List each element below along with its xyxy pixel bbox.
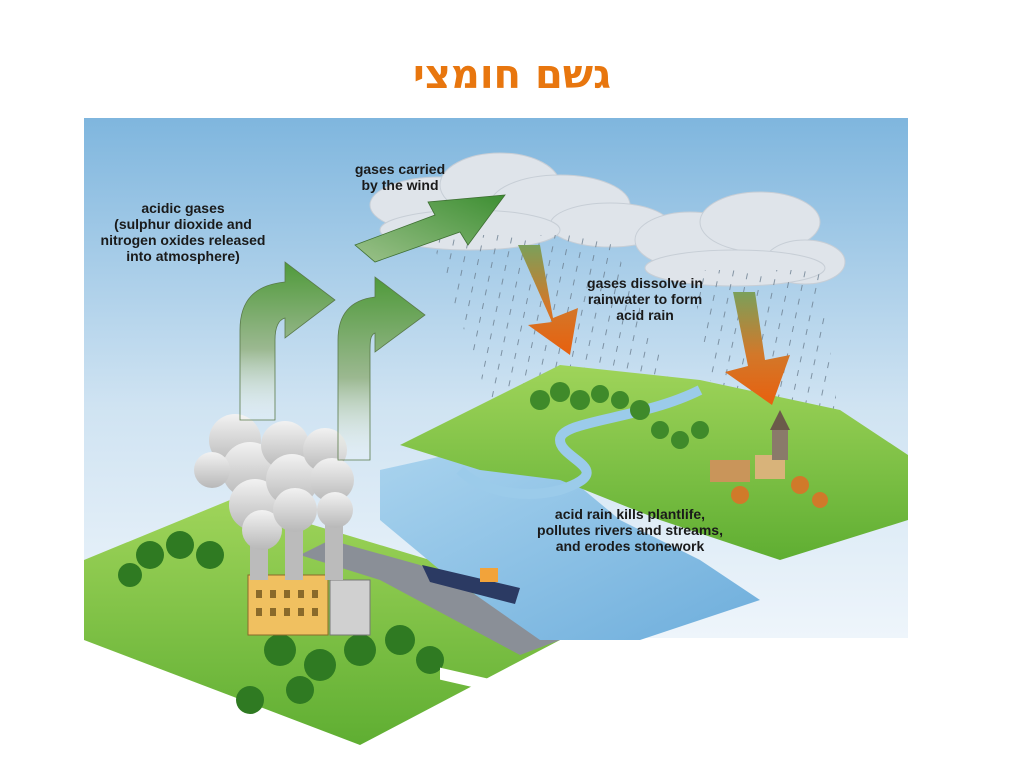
label-line: acid rain [616,307,674,323]
label-line: nitrogen oxides released [101,232,266,248]
label-acid-rain-effects: acid rain kills plantlife, pollutes rive… [537,506,723,554]
label-line: by the wind [362,177,439,193]
label-line: (sulphur dioxide and [114,216,252,232]
road [300,540,560,655]
label-line: gases carried [355,161,445,177]
rising-arrow-right [337,276,426,461]
smoke-plumes [194,414,354,550]
village [710,410,828,508]
rising-arrow-left [239,261,336,421]
cloud-right [634,191,846,287]
label-line: into atmosphere) [126,248,240,264]
label-gases-dissolve: gases dissolve in rainwater to form acid… [587,275,703,323]
forest-left [118,531,444,714]
label-line: rainwater to form [588,291,702,307]
acid-rain-arrow-left [518,245,578,355]
label-line: acidic gases [141,200,224,216]
label-gases-wind: gases carried by the wind [355,161,445,193]
acid-rain-arrow-right [725,292,790,405]
label-line: gases dissolve in [587,275,703,291]
wind-arrow [354,194,506,263]
river [456,385,703,499]
ship [422,565,520,694]
forest-center [530,382,709,449]
label-line: acid rain kills plantlife, [555,506,705,522]
label-line: and erodes stonework [556,538,705,554]
label-line: pollutes rivers and streams, [537,522,723,538]
page-title: גשם חומצי [412,52,612,98]
label-acidic-gases: acidic gases (sulphur dioxide and nitrog… [101,200,266,264]
